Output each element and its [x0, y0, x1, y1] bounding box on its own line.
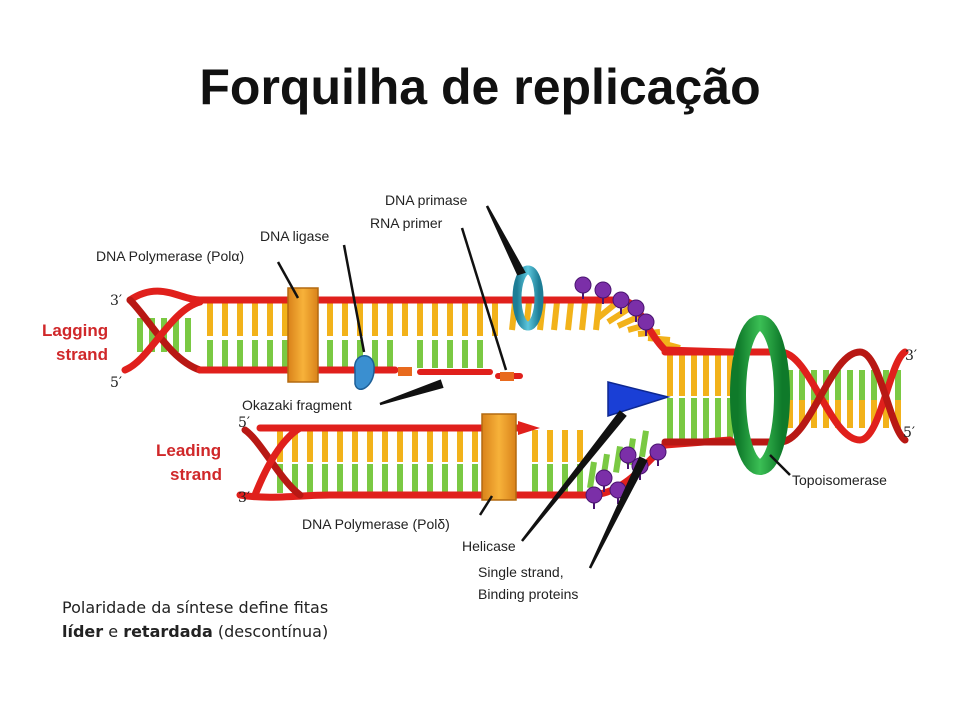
- ssb-protein: [585, 486, 603, 509]
- ssb-protein: [612, 291, 630, 314]
- dna-polymerase-alpha: [287, 287, 319, 383]
- base-pair: [551, 301, 560, 331]
- parent-duplex-top: [661, 348, 909, 444]
- base-pair: [639, 430, 649, 458]
- topoisomerase-ring: [730, 315, 790, 475]
- pointer-okazaki: [379, 379, 444, 406]
- leading-left-helix-b: [251, 424, 304, 499]
- ssb-protein: [574, 276, 592, 299]
- caption-line-2: líder e retardada (descontínua): [62, 620, 328, 644]
- leading-arrowhead: [518, 421, 540, 435]
- helicase: [607, 381, 671, 418]
- label-topoisomerase: Topoisomerase: [792, 472, 887, 488]
- caption-line-1: Polaridade da síntese define fitas: [62, 598, 329, 617]
- single-strand-binding-proteins: [574, 276, 667, 509]
- end-leading-top: 5′: [238, 415, 250, 431]
- pointer-ligase: [342, 244, 366, 353]
- base-pair: [606, 305, 632, 325]
- dna-polymerase-delta: [481, 413, 517, 501]
- ssb-protein: [595, 469, 613, 492]
- dna-ligase: [354, 355, 375, 390]
- ssb-protein: [627, 299, 645, 322]
- lagging-left-helix-b: [121, 298, 204, 374]
- label-dna-pol-alpha: DNA Polymerase (Polα): [96, 248, 244, 264]
- end-leading-bottom: 3′: [238, 490, 250, 506]
- leading-strand-label-1: Leading: [156, 441, 221, 460]
- base-pair: [565, 301, 574, 331]
- label-ssb-line1: Single strand,: [478, 564, 564, 580]
- pointer-rna-primer: [460, 227, 508, 371]
- caption-tail: (descontínua): [212, 622, 329, 641]
- label-okazaki: Okazaki fragment: [242, 397, 352, 413]
- pointer-ssb: [588, 456, 648, 569]
- caption: Polaridade da síntese define fitas líder…: [62, 596, 328, 644]
- end-right-top: 3′: [905, 348, 917, 364]
- page-title: Forquilha de replicação: [199, 59, 761, 115]
- pointer-pol-delta: [478, 495, 494, 516]
- end-right-bottom: 5′: [903, 425, 915, 441]
- label-dna-ligase: DNA ligase: [260, 228, 329, 244]
- pointer-pol-alpha: [276, 261, 300, 299]
- label-dna-primase: DNA primase: [385, 192, 468, 208]
- base-pair: [579, 301, 588, 331]
- end-lagging-bottom: 5′: [110, 375, 122, 391]
- lagging-strand-label-1: Lagging: [42, 321, 108, 340]
- lagging-strand-label-2: strand: [56, 345, 108, 364]
- rna-primer-segment-2: [500, 372, 514, 381]
- rna-primer-segment: [398, 367, 412, 376]
- leading-strand-label-2: strand: [170, 465, 222, 484]
- base-pair: [587, 461, 597, 489]
- dna-primase: [512, 265, 544, 331]
- end-lagging-top: 3′: [110, 293, 122, 309]
- pointer-primase: [485, 205, 526, 276]
- ssb-protein: [637, 313, 655, 336]
- pointer-helicase: [521, 410, 627, 542]
- label-dna-pol-delta: DNA Polymerase (Polδ): [302, 516, 450, 532]
- pointer-lines: [276, 205, 791, 569]
- label-ssb-line2: Binding proteins: [478, 586, 578, 602]
- caption-retardada: retardada: [123, 622, 213, 641]
- ssb-protein: [594, 281, 612, 304]
- ssb-protein: [619, 446, 637, 469]
- ssb-protein: [649, 443, 667, 466]
- parent-duplex-bottom: [661, 348, 909, 446]
- caption-lider: líder: [62, 622, 104, 641]
- label-helicase: Helicase: [462, 538, 516, 554]
- caption-e: e: [103, 622, 124, 641]
- base-pair: [613, 445, 623, 473]
- label-rna-primer: RNA primer: [370, 215, 443, 231]
- ssb-protein: [609, 481, 627, 504]
- pointer-topoisomerase: [769, 454, 791, 476]
- lagging-template-backbone: [126, 287, 734, 356]
